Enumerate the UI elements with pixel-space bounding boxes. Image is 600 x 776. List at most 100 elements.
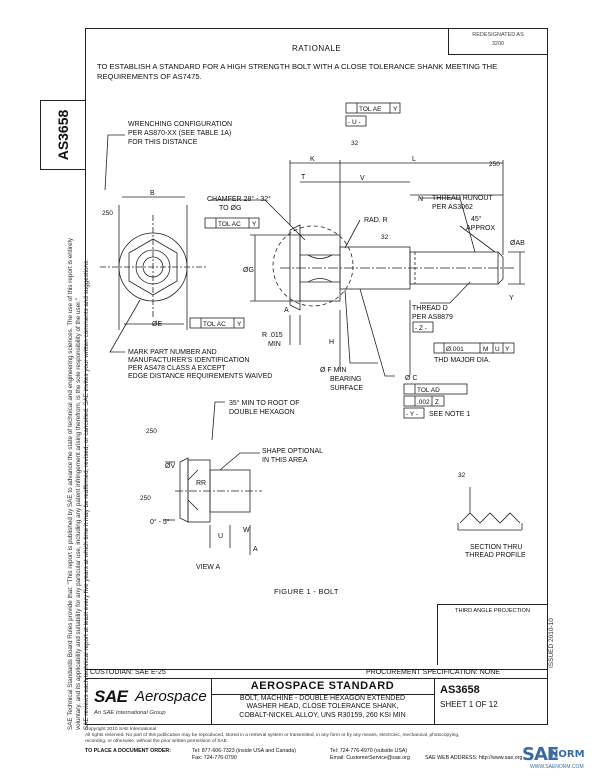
copyright-line-2: All rights reserved. No part of this pub… — [85, 733, 460, 738]
dim-w: W — [243, 527, 250, 534]
dim-g: ØG — [243, 267, 254, 274]
section-line-1: SECTION THRU — [470, 544, 522, 551]
r015-line-1: R .015 — [262, 332, 283, 339]
dim-view-v: ØV — [165, 463, 175, 470]
dim-c: Ø C — [405, 375, 417, 382]
dim-e: ØE — [152, 321, 162, 328]
sheet-number: SHEET 1 OF 12 — [440, 700, 498, 709]
dim-b: B — [150, 190, 155, 197]
view-a-label: VIEW A — [196, 564, 220, 571]
dim-a: A — [284, 307, 289, 314]
approx-angle: 45° — [471, 215, 482, 223]
dim-n: N — [418, 196, 423, 203]
fcf-z: Z — [435, 399, 439, 406]
datum-y: - Y - — [406, 411, 418, 418]
min-root-line-1: 35° MIN TO ROOT OF — [229, 399, 299, 407]
dim-angle: 0° - 5° — [150, 518, 170, 526]
see-note-1: SEE NOTE 1 — [429, 411, 470, 418]
redesignation-line-1: REDESIGNATED AS — [472, 32, 524, 38]
issued-stamp: ISSUED 2010-10 — [548, 618, 560, 668]
dim-view-u: U — [218, 533, 223, 540]
email: Email: CustomerService@sae.org — [330, 755, 410, 761]
bearing-line-2: BEARING — [330, 376, 362, 383]
dim-t: T — [301, 174, 306, 181]
datum-z: - Z - — [415, 325, 427, 332]
copyright-line-3: recording, or otherwise, without the pri… — [85, 739, 229, 744]
surface-250-c: 250 — [146, 428, 157, 435]
standard-heading: AEROSPACE STANDARD — [211, 680, 434, 695]
fcf-m: M — [483, 346, 488, 353]
wrenching-line-1: WRENCHING CONFIGURATION — [128, 121, 232, 128]
wrenching-line-3: FOR THIS DISTANCE — [128, 139, 198, 146]
thread-runout-line-2: PER AS3062 — [432, 204, 473, 211]
surface-32-a: 32 — [381, 234, 389, 241]
bearing-line-1: Ø F MIN — [320, 367, 346, 374]
custodian-text: CUSTODIAN: SAE E-25 — [90, 669, 166, 676]
standard-desc-line-2: WASHER HEAD, CLOSE TOLERANCE SHANK, — [246, 703, 399, 711]
surface-250-a: 250 — [489, 161, 500, 168]
order-info-right: Tel: 724-776-4970 (outside USA) Email: C… — [330, 748, 410, 762]
custodian-row: CUSTODIAN: SAE E-25 PROCUREMENT SPECIFIC… — [85, 668, 548, 679]
third-angle-label: THIRD ANGLE PROJECTION — [455, 608, 530, 614]
rationale-title: RATIONALE — [292, 44, 342, 53]
rationale-text: TO ESTABLISH A STANDARD FOR A HIGH STREN… — [97, 62, 498, 81]
tel-inside: Tel: 877-606-7323 (inside USA and Canada… — [192, 748, 296, 754]
wrenching-line-2: PER AS870-XX (SEE TABLE 1A) — [128, 130, 231, 137]
chamfer-line-2: TO ØG — [219, 205, 241, 212]
dim-ab: ØAB — [510, 240, 525, 247]
fcf-tol-ac-1: TOL AC — [218, 221, 241, 228]
logo-aerospace: Aerospace — [135, 688, 207, 705]
mark-part-line-3: PER AS478 CLASS A EXCEPT — [128, 365, 226, 372]
fcf-y-4: Y — [505, 346, 510, 353]
saenorm-brand: SAE NORM WWW.SAENORM.COM — [522, 744, 598, 774]
bearing-line-3: SURFACE — [330, 385, 363, 392]
mark-part-line-4: EDGE DISTANCE REQUIREMENTS WAIVED — [128, 373, 272, 380]
surface-32-c: 32 — [458, 472, 466, 479]
thread-d-line-2: PER AS8879 — [412, 314, 453, 321]
dim-view-a: A — [253, 546, 258, 553]
standard-desc-line-1: BOLT, MACHINE - DOUBLE HEXAGON EXTENDED — [239, 695, 406, 702]
mark-part-line-1: MARK PART NUMBER AND — [128, 349, 217, 356]
brand-url: WWW.SAENORM.COM — [530, 764, 584, 770]
mark-part-line-2: MANUFACTURER'S IDENTIFICATION — [128, 357, 249, 364]
sae-logo-block: SAE Aerospace An SAE International Group — [86, 678, 212, 724]
min-root-line-2: DOUBLE HEXAGON — [229, 409, 295, 416]
rad-r-label: RAD. R — [364, 217, 388, 224]
brand-sae: SAE — [522, 744, 559, 765]
surface-250-b: 250 — [102, 210, 113, 217]
fax: Fax: 724-776-0790 — [192, 755, 237, 761]
fcf-y-2: Y — [237, 321, 242, 328]
fcf-tol-ae: TOL AE — [359, 106, 382, 113]
shape-optional-line-1: SHAPE OPTIONAL — [262, 448, 323, 455]
thread-profile — [459, 512, 521, 524]
washer-head-left — [289, 224, 301, 311]
surface-32-b: 32 — [351, 140, 359, 147]
dim-v: V — [360, 175, 365, 182]
datum-u: - U - — [348, 119, 361, 126]
order-label: TO PLACE A DOCUMENT ORDER: — [85, 748, 172, 754]
view-a-circle — [272, 225, 354, 307]
shape-optional-line-2: IN THIS AREA — [262, 457, 308, 464]
web-address: SAE WEB ADDRESS: http://www.sae.org — [425, 755, 523, 761]
brand-norm: NORM — [550, 749, 585, 760]
redesignation-line-2: 3200 — [491, 41, 505, 47]
fcf-y-3: Y — [393, 106, 398, 113]
copyright-notice: Copyright 2010 SAE International All rig… — [85, 727, 545, 745]
thread-runout-line-1: THREAD RUNOUT — [432, 195, 493, 202]
chamfer-line-1: CHAMFER 28° - 32° — [207, 195, 271, 203]
standard-number: AS3658 — [440, 684, 480, 696]
standard-description: BOLT, MACHINE - DOUBLE HEXAGON EXTENDED … — [211, 695, 434, 720]
logo-subtitle: An SAE International Group — [94, 710, 166, 716]
fcf-y-1: Y — [252, 221, 257, 228]
r015-line-2: MIN — [268, 341, 281, 348]
dim-y: Y — [509, 295, 514, 302]
tel-outside: Tel: 724-776-4970 (outside USA) — [330, 748, 408, 754]
dim-h: H — [329, 339, 334, 346]
standard-desc-line-3: COBALT-NICKEL ALLOY, UNS R30159, 260 KSI… — [239, 711, 406, 719]
fcf-u: U — [495, 346, 500, 353]
fcf-tol-ad: TOL AD — [417, 387, 440, 394]
surface-250-d: 250 — [140, 495, 151, 502]
view-a-shank — [209, 469, 251, 513]
figure-caption: FIGURE 1 - BOLT — [274, 587, 339, 596]
dim-l: L — [412, 156, 416, 163]
